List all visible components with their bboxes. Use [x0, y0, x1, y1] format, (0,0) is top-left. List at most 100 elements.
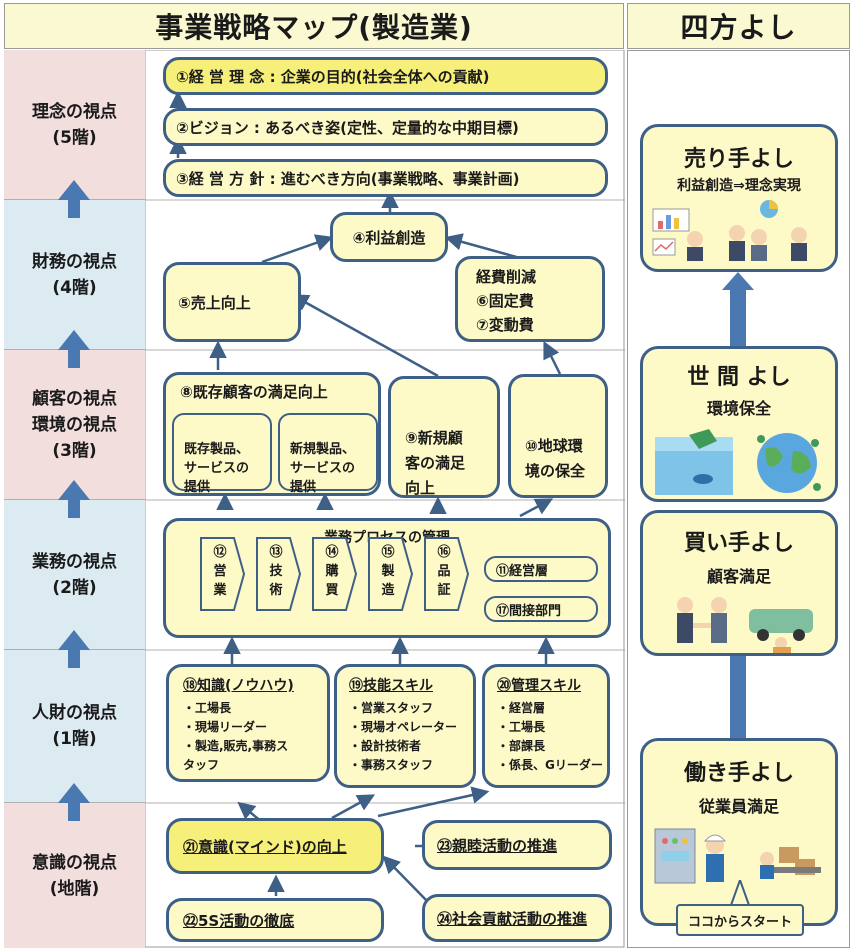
- philosophy-text: ①経 営 理 念 : 企業の目的(社会全体への貢献): [176, 67, 490, 86]
- world-title: 世 間 よし: [687, 365, 791, 390]
- new-customer-box: ⑨新規顧 客の満足 向上: [388, 376, 500, 498]
- environment-illustration: [655, 429, 821, 495]
- buyer-sub: 顧客満足: [706, 567, 771, 586]
- process-step-tech: ⑬ 技 術: [256, 537, 302, 611]
- perspective-floor: (2階): [52, 577, 97, 598]
- worker-sub: 従業員満足: [698, 797, 779, 816]
- perspective-label: 意識の視点: [32, 852, 117, 873]
- indirect-box: ⑰間接部門: [484, 596, 598, 622]
- social-text: ㉔社会貢献活動の推進: [437, 909, 588, 928]
- new-product-box: 新規製品、 サービスの 提供: [278, 413, 378, 495]
- knowledge-item: ・現場リーダー: [183, 720, 268, 734]
- perspective-financial: 財務の視点 (4階): [4, 200, 145, 350]
- policy-box: ③経 営 方 針 : 進むべき方向(事業戦略、事業計画): [163, 159, 608, 197]
- cost-fixed: ⑥固定費: [476, 292, 534, 310]
- worker-title: 働き手よし: [683, 761, 794, 786]
- world-box: 世 間 よし 環境保全: [640, 346, 838, 502]
- start-callout: ココからスタート: [676, 904, 804, 936]
- profit-text: ④利益創造: [352, 228, 426, 247]
- knowledge-item: タッフ: [183, 758, 220, 772]
- perspective-label: 業務の視点: [32, 551, 117, 572]
- factory-worker-illustration: [654, 828, 821, 884]
- skill-item: ・設計技術者: [349, 739, 422, 753]
- management-text: ⑪経営層: [496, 563, 549, 579]
- mgmt-skill-item: ・経営層: [497, 701, 546, 715]
- process-step-label: ⑮ 製 造: [381, 545, 395, 598]
- perspective-floor: (3階): [52, 440, 97, 461]
- knowledge-item: ・工場長: [183, 701, 232, 715]
- existing-product-text: 既存製品、 サービスの 提供: [184, 442, 250, 495]
- skill-item: ・現場オペレーター: [349, 720, 458, 734]
- perspective-mindset: 意識の視点 (地階): [4, 803, 145, 948]
- process-step-manufacturing: ⑮ 製 造: [368, 537, 414, 611]
- mgmt-skill-item: ・部課長: [497, 739, 546, 753]
- process-step-sales: ⑫ 営 業: [200, 537, 246, 611]
- mindset-box: ㉑意識(マインド)の向上: [166, 818, 384, 874]
- mgmt-skill-item: ・係長、Gリーダー: [497, 758, 603, 772]
- knowledge-item: ・製造,販売,事務ス: [183, 739, 289, 753]
- vision-text: ②ビジョン : あるべき姿(定性、定量的な中期目標): [176, 118, 519, 137]
- friendship-text: ㉓親睦活動の推進: [437, 836, 558, 855]
- mgmt-skill-item: ・工場長: [497, 720, 546, 734]
- new-customer-text: ⑨新規顧 客の満足 向上: [405, 429, 466, 497]
- social-box: ㉔社会貢献活動の推進: [422, 894, 612, 942]
- existing-customer-title: ⑧既存顧客の満足向上: [180, 383, 328, 401]
- management-box: ⑪経営層: [484, 556, 598, 582]
- left-arrows: [58, 180, 90, 821]
- start-text: ココからスタート: [687, 914, 792, 930]
- left-header-title: 事業戦略マップ(製造業): [155, 11, 473, 44]
- perspective-label: 顧客の視点: [32, 388, 117, 409]
- up-arrow-icon: [58, 180, 90, 821]
- perspective-operations: 業務の視点 (2階): [4, 500, 145, 650]
- skill-box: ⑲技能スキル ・営業スタッフ ・現場オペレーター ・設計技術者 ・事務スタッフ: [334, 664, 476, 788]
- friendship-box: ㉓親睦活動の推進: [422, 820, 612, 870]
- cost-variable: ⑦変動費: [476, 316, 534, 334]
- perspective-philosophy: 理念の視点 (5階): [4, 50, 145, 200]
- perspective-customer: 顧客の視点 環境の視点 (3階): [4, 350, 145, 500]
- perspective-floor: (1階): [52, 729, 97, 749]
- policy-text: ③経 営 方 針 : 進むべき方向(事業戦略、事業計画): [176, 169, 520, 188]
- perspective-label: 理念の視点: [32, 101, 117, 122]
- process-step-label: ⑫ 営 業: [213, 545, 227, 598]
- perspective-label-2: 環境の視点: [32, 414, 117, 435]
- buyer-title: 買い手よし: [683, 531, 794, 556]
- environment-box: ⑩地球環 境の保全: [508, 374, 608, 498]
- seller-box: 売り手よし 利益創造⇒理念実現: [640, 124, 838, 272]
- mgmt-skill-box: ⑳管理スキル ・経営層 ・工場長 ・部課長 ・係長、Gリーダー: [482, 664, 610, 788]
- skill-item: ・事務スタッフ: [349, 758, 434, 772]
- right-header-title: 四方よし: [680, 11, 797, 44]
- five-s-box: ㉒5S活動の徹底: [166, 898, 384, 942]
- new-product-text: 新規製品、 サービスの 提供: [290, 442, 356, 495]
- buyer-box: 買い手よし 顧客満足: [640, 510, 838, 656]
- environment-text: ⑩地球環 境の保全: [525, 437, 586, 480]
- cost-title: 経費削減: [476, 268, 537, 286]
- knowledge-title: ⑱知識(ノウハウ): [183, 678, 294, 694]
- cost-box: 経費削減 ⑥固定費 ⑦変動費: [455, 256, 605, 342]
- knowledge-box: ⑱知識(ノウハウ) ・工場長 ・現場リーダー ・製造,販売,事務ス タッフ: [166, 664, 330, 782]
- existing-product-box: 既存製品、 サービスの 提供: [172, 413, 272, 495]
- customer-handshake-illustration: [677, 597, 813, 653]
- sales-box: ⑤売上向上: [163, 262, 301, 342]
- vision-box: ②ビジョン : あるべき姿(定性、定量的な中期目標): [163, 108, 608, 146]
- seller-title: 売り手よし: [683, 147, 794, 172]
- profit-box: ④利益創造: [330, 212, 448, 262]
- up-arrow-icon: [722, 272, 754, 738]
- process-step-quality: ⑯ 品 証: [424, 537, 470, 611]
- indirect-text: ⑰間接部門: [496, 603, 562, 619]
- five-s-text: ㉒5S活動の徹底: [183, 911, 295, 930]
- perspective-label: 財務の視点: [32, 251, 117, 272]
- philosophy-box: ①経 営 理 念 : 企業の目的(社会全体への貢献): [163, 57, 608, 95]
- perspective-label: 人財の視点: [32, 703, 117, 723]
- mindset-text: ㉑意識(マインド)の向上: [183, 837, 347, 856]
- world-sub: 環境保全: [706, 399, 771, 418]
- perspective-floor: (4階): [52, 277, 97, 298]
- process-step-purchase: ⑭ 購 買: [312, 537, 358, 611]
- process-step-label: ⑭ 購 買: [325, 545, 339, 598]
- skill-item: ・営業スタッフ: [349, 701, 434, 715]
- business-people-illustration: [652, 200, 807, 261]
- seller-sub: 利益創造⇒理念実現: [677, 178, 801, 194]
- perspective-floor: (5階): [52, 127, 97, 148]
- mgmt-skill-title: ⑳管理スキル: [497, 678, 581, 694]
- perspective-floor: (地階): [49, 878, 100, 899]
